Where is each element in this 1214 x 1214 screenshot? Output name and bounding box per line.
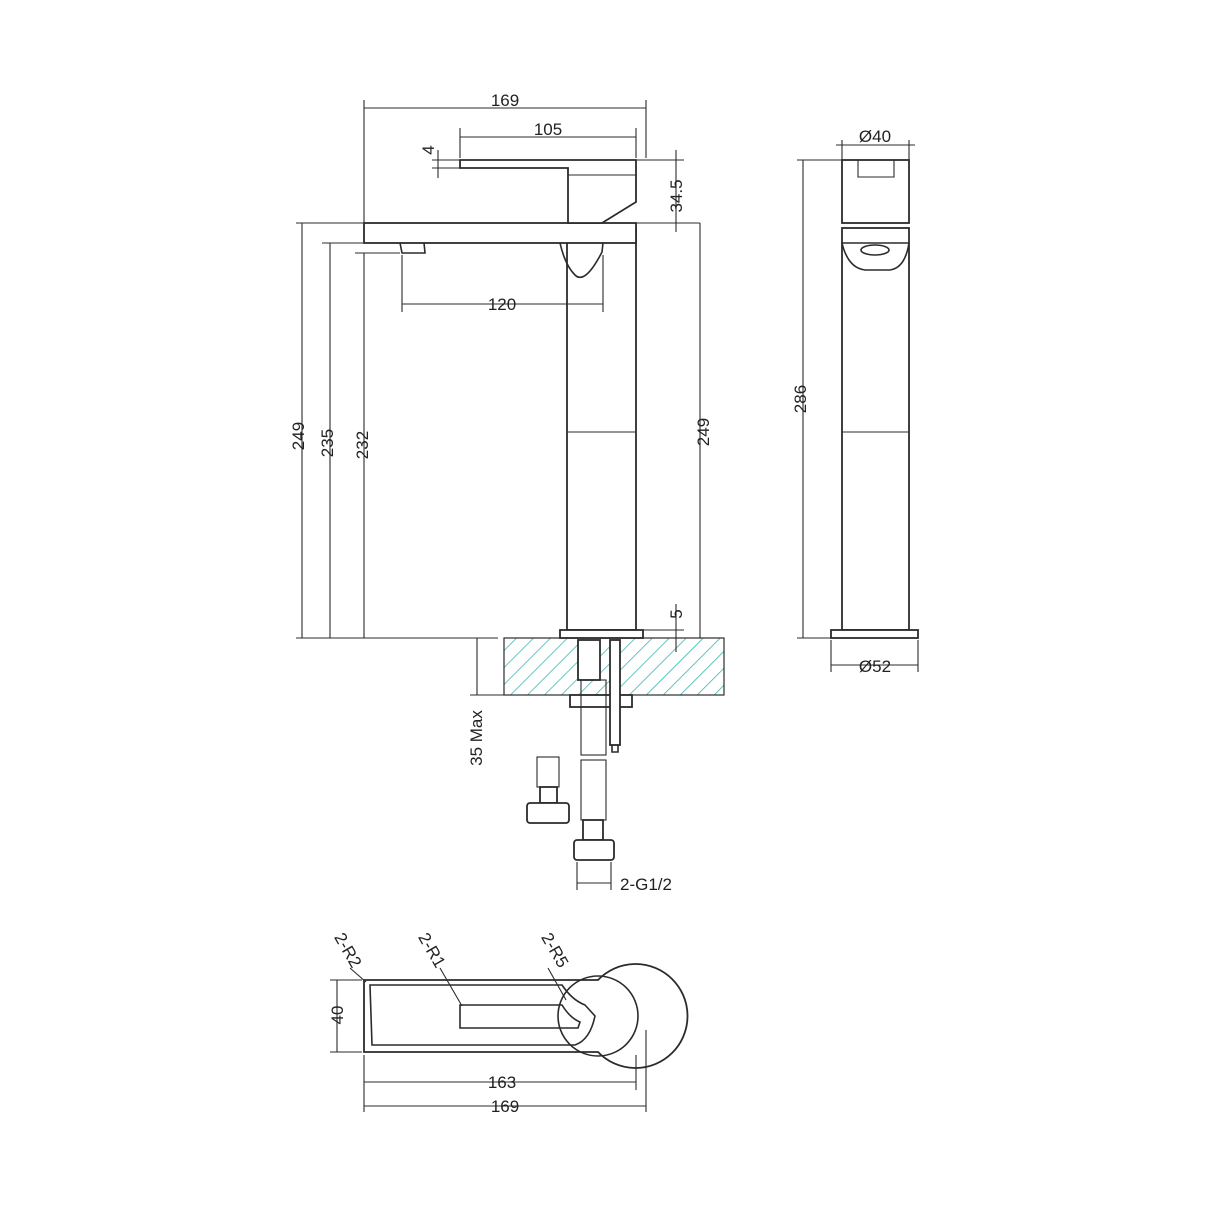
loose-hose	[536, 756, 560, 788]
dim-34-5: 34.5	[667, 179, 686, 212]
plan-lever-slot	[459, 1004, 581, 1029]
lever-handle	[459, 159, 637, 224]
dim-232: 232	[353, 431, 372, 459]
dim-286: 286	[791, 385, 810, 413]
dim-r5: 2-R5	[537, 930, 572, 971]
dim-dia-40: Ø40	[859, 127, 891, 146]
plan-circle	[557, 975, 639, 1057]
plan-outline	[363, 963, 689, 1069]
lever-detail	[567, 168, 636, 176]
loose-hose-nut	[526, 802, 570, 824]
hose-nut	[573, 839, 615, 861]
hose-upper-connector	[577, 639, 601, 681]
dim-169-top: 169	[491, 91, 519, 110]
spout	[363, 222, 637, 244]
dim-249-right: 249	[694, 418, 713, 446]
dim-105: 105	[534, 120, 562, 139]
dim-120: 120	[488, 295, 516, 314]
side-aerator	[860, 244, 890, 256]
side-body	[841, 227, 910, 631]
tap-body	[566, 227, 637, 631]
spout-curve	[559, 242, 604, 279]
shank-rod	[609, 639, 621, 746]
dim-plan-40: 40	[328, 1006, 347, 1025]
plan-lever	[369, 984, 596, 1046]
dim-g1-2: 2-G1/2	[620, 875, 672, 894]
dim-249-left: 249	[289, 422, 308, 450]
shank-plate	[569, 694, 633, 708]
hose-upper	[580, 679, 607, 756]
hose-nut-neck	[582, 819, 604, 841]
hose-lower	[580, 759, 607, 821]
base-plate	[559, 629, 644, 639]
side-spout	[841, 242, 910, 271]
dim-4: 4	[419, 145, 438, 154]
side-base-plate	[830, 629, 919, 639]
rod-tip	[611, 745, 619, 753]
side-lever	[841, 159, 910, 224]
dim-235: 235	[318, 429, 337, 457]
dim-35-max: 35 Max	[467, 710, 486, 766]
plan-view: 2-R2 2-R1 2-R5 40 163 169	[328, 930, 689, 1116]
side-view: Ø40 286 Ø52	[791, 127, 919, 676]
dim-r1: 2-R1	[414, 930, 449, 971]
dim-163: 163	[488, 1073, 516, 1092]
dim-5: 5	[667, 609, 686, 618]
dim-169-bottom: 169	[491, 1097, 519, 1116]
dim-dia-52: Ø52	[859, 657, 891, 676]
dim-r2: 2-R2	[330, 930, 365, 971]
loose-hose-neck	[539, 786, 558, 804]
front-view: 169 105 4 34.5 120 249 235 232	[289, 91, 725, 894]
spout-outlet	[399, 242, 426, 254]
